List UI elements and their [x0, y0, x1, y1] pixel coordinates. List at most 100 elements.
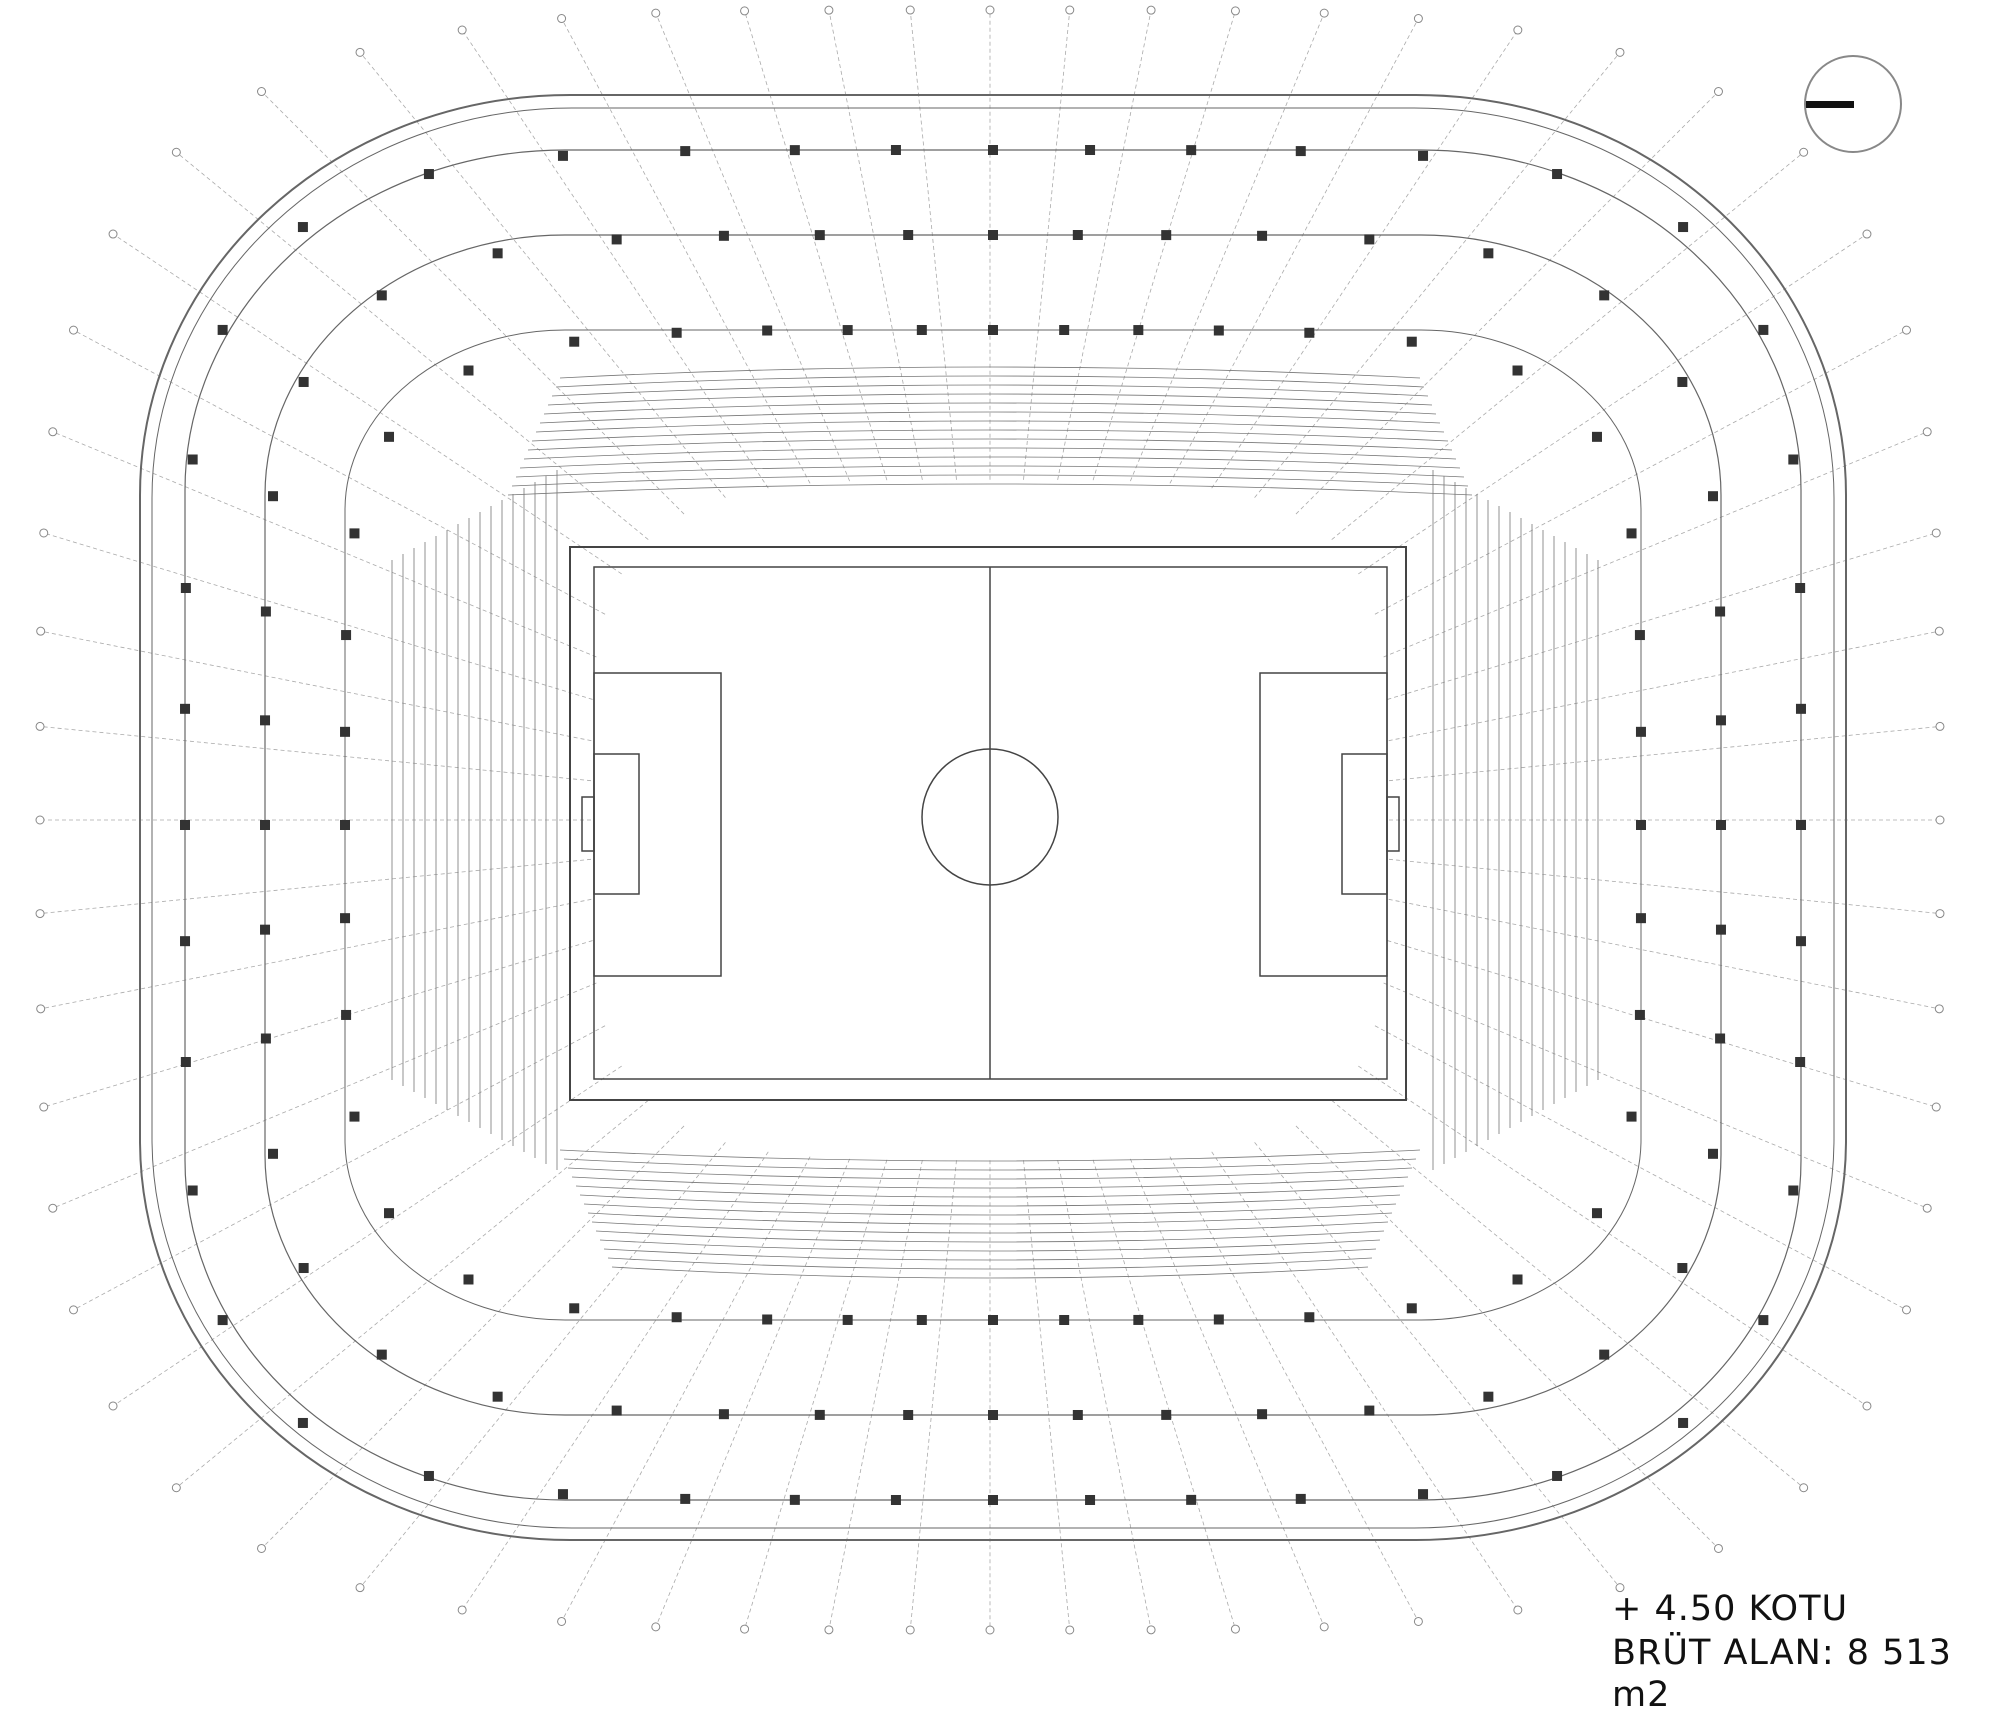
grid-axis-line: [112, 233, 622, 575]
seat-row-north: [511, 474, 1469, 487]
grid-bubble: [69, 325, 79, 335]
column: [1677, 1263, 1688, 1274]
column: [1788, 454, 1799, 465]
grid-bubble: [1513, 25, 1523, 35]
column: [988, 1315, 998, 1325]
column: [569, 1303, 580, 1314]
grid-bubble: [1934, 1004, 1944, 1014]
column: [988, 1410, 998, 1420]
gross-area-label: BRÜT ALAN: 8 513 m2: [1612, 1633, 1952, 1715]
column: [1715, 606, 1726, 617]
grid-axis-line: [359, 52, 726, 498]
column: [423, 169, 434, 180]
seat-row-south: [587, 1212, 1393, 1225]
column: [1257, 1409, 1268, 1420]
column: [180, 820, 190, 830]
column: [1161, 230, 1172, 241]
seat-row-north: [507, 483, 1473, 496]
grid-axis-line: [52, 982, 597, 1209]
grid-axis-line: [1387, 940, 1937, 1108]
column: [341, 630, 352, 641]
pitch-outer: [569, 546, 1407, 1101]
column: [1133, 325, 1144, 336]
column: [1072, 230, 1083, 241]
grid-bubble: [171, 1483, 181, 1493]
column: [217, 324, 228, 335]
seat-row-north: [551, 384, 1429, 397]
column: [298, 1263, 309, 1274]
seat-row-north: [547, 393, 1433, 406]
column: [180, 1056, 191, 1067]
grid-axis-line: [744, 1159, 888, 1630]
grid-bubble: [48, 1203, 58, 1213]
column: [463, 1274, 474, 1285]
column: [187, 1185, 198, 1196]
grid-bubble: [1922, 427, 1932, 437]
grid-bubble: [35, 909, 45, 919]
column: [492, 1391, 503, 1402]
seat-row-south: [595, 1230, 1385, 1243]
grid-bubble: [1799, 1483, 1809, 1493]
column: [297, 222, 308, 233]
grid-bubble: [651, 8, 661, 18]
grid-axis-line: [461, 1151, 769, 1611]
goal-left: [581, 796, 595, 852]
grid-axis-line: [1092, 10, 1236, 481]
column: [1758, 1315, 1769, 1326]
column: [1406, 1303, 1417, 1314]
column: [1591, 431, 1602, 442]
column: [1059, 325, 1070, 336]
grid-bubble: [1413, 14, 1423, 24]
seat-row-south: [579, 1194, 1401, 1207]
grid-axis-line: [1057, 10, 1152, 480]
column: [789, 1494, 800, 1505]
column: [1304, 327, 1315, 338]
column: [1364, 1405, 1375, 1416]
grid-axis-line: [43, 940, 593, 1108]
outer-facade: [139, 94, 1847, 1541]
column: [1634, 630, 1645, 641]
stand-back-ring: [344, 329, 1642, 1321]
grid-axis-line: [1383, 431, 1928, 658]
grid-axis-line: [1130, 1158, 1325, 1628]
column: [1795, 1056, 1806, 1067]
grid-axis-line: [40, 630, 592, 742]
grid-bubble: [1901, 1305, 1911, 1315]
column: [916, 1314, 927, 1325]
level-label: + 4.50 KOTU: [1612, 1589, 1849, 1629]
seat-row-north: [515, 465, 1465, 478]
column: [1707, 491, 1718, 502]
column: [1795, 936, 1806, 947]
grid-bubble: [1615, 1583, 1625, 1593]
column: [1295, 1493, 1306, 1504]
column: [671, 1312, 682, 1323]
grid-bubble: [1931, 528, 1941, 538]
column: [1304, 1312, 1315, 1323]
column: [1257, 230, 1268, 241]
penalty-box-left: [593, 672, 722, 977]
grid-axis-line: [73, 1025, 606, 1311]
grid-bubble: [39, 1102, 49, 1112]
column: [180, 583, 191, 594]
column: [1085, 145, 1096, 156]
column: [1512, 1274, 1523, 1285]
seat-row-south: [583, 1203, 1397, 1216]
column: [1599, 1349, 1610, 1360]
column: [376, 290, 387, 301]
football-pitch: [569, 546, 1407, 1101]
grid-bubble: [985, 1625, 995, 1635]
grid-axis-line: [828, 10, 923, 480]
column: [762, 1314, 773, 1325]
grid-axis-line: [176, 1100, 649, 1489]
grid-axis-line: [261, 1125, 685, 1549]
grid-axis-line: [561, 1156, 811, 1622]
grid-bubble: [1935, 909, 1945, 919]
column: [1483, 248, 1494, 259]
grid-axis-line: [1387, 532, 1937, 700]
column: [1635, 913, 1646, 924]
column: [1678, 222, 1689, 233]
grid-axis-line: [40, 726, 592, 782]
seat-row-north: [555, 375, 1425, 388]
column: [1715, 1033, 1726, 1044]
